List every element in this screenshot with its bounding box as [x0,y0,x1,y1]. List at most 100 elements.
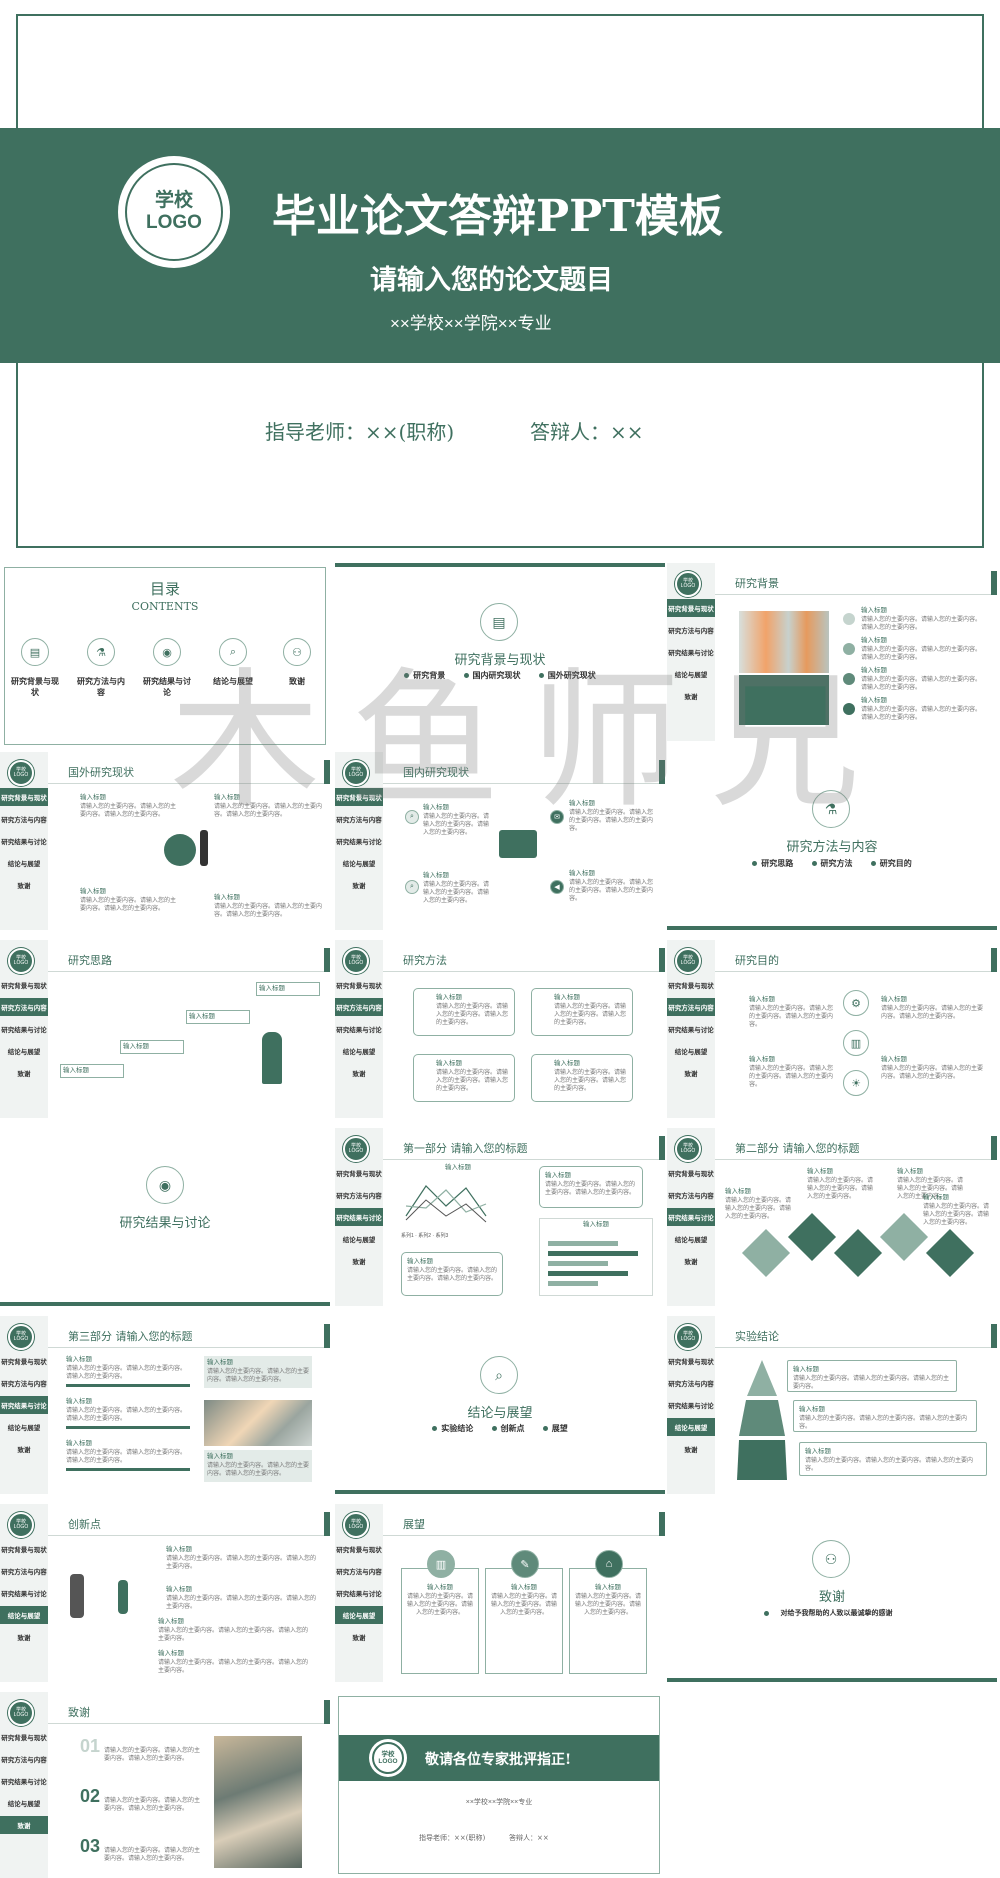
sidebar-item-methods[interactable]: 研究方法与内容 [668,1193,714,1200]
sidebar-item-thanks[interactable]: 致谢 [17,1071,31,1078]
sidebar-item-results[interactable]: 研究结果与讨论 [667,1208,715,1226]
slide-section-5: ⚇ 致谢 对给予我帮助的人致以最诚挚的感谢 [667,1504,997,1682]
sidebar-item-thanks[interactable]: 致谢 [352,1259,366,1266]
sidebar-item-methods[interactable]: 研究方法与内容 [1,1569,47,1576]
chart-legend: 系列1 · 系列2 · 系列3 [401,1233,449,1239]
sidebar-item-thanks[interactable]: 致谢 [684,1071,698,1078]
sidebar-item-methods[interactable]: 研究方法与内容 [0,998,48,1016]
sidebar-item-conclusion[interactable]: 结论与展望 [335,1606,383,1624]
sidebar-item-thanks[interactable]: 致谢 [17,883,31,890]
dot-1 [843,613,855,625]
top-bar [335,563,665,567]
sidebar-item-results[interactable]: 研究结果与讨论 [668,1403,714,1410]
toc-item-5[interactable]: 致谢 [289,677,305,686]
sidebar-item-methods[interactable]: 研究方法与内容 [1,1381,47,1388]
sidebar-item-thanks[interactable]: 致谢 [17,1447,31,1454]
sidebar-item-background[interactable]: 研究背景与现状 [1,1735,47,1742]
placeholder-3: 输入标题请输入您的主要内容。请输入您的主要内容。请输入您的主要内容。 [158,1618,309,1643]
sidebar-item-methods[interactable]: 研究方法与内容 [335,998,383,1016]
sidebar-item-conclusion[interactable]: 结论与展望 [342,861,376,868]
sidebar-item-thanks[interactable]: 致谢 [17,1635,31,1642]
sidebar-item-background[interactable]: 研究背景与现状 [336,983,382,990]
toc-item-4[interactable]: 结论与展望 [213,677,253,686]
sidebar-item-conclusion[interactable]: 结论与展望 [674,1049,708,1056]
sidebar-item-results[interactable]: 研究结果与讨论 [0,1396,48,1414]
sidebar-item-methods[interactable]: 研究方法与内容 [336,1193,382,1200]
cover-defender: 答辩人：×× [530,420,644,444]
sidebar-item-background[interactable]: 研究背景与现状 [1,1359,47,1366]
sidebar-item-results[interactable]: 研究结果与讨论 [668,650,714,657]
sidebar-item-methods[interactable]: 研究方法与内容 [668,1381,714,1388]
chat-icon: ✉ [550,810,564,824]
graduate-illustration [262,1032,282,1084]
sidebar-item-thanks[interactable]: 致谢 [352,883,366,890]
sidebar-item-results[interactable]: 研究结果与讨论 [336,839,382,846]
sidebar-item-background[interactable]: 研究背景与现状 [668,1359,714,1366]
sidebar-item-background[interactable]: 研究背景与现状 [667,599,715,617]
sidebar-item-background[interactable]: 研究背景与现状 [1,1547,47,1554]
sidebar-item-background[interactable]: 研究背景与现状 [0,788,48,806]
sidebar-item-conclusion[interactable]: 结论与展望 [7,1049,41,1056]
text-block-5: 输入标题请输入您的主要内容。请输入您的主要内容。请输入您的主要内容。 [204,1450,312,1483]
sidebar-item-methods[interactable]: 研究方法与内容 [336,1569,382,1576]
sidebar-item-background[interactable]: 研究背景与现状 [668,983,714,990]
sidebar-item-background[interactable]: 研究背景与现状 [1,983,47,990]
placeholder-1: 输入标题请输入您的主要内容。请输入您的主要内容。请输入您的主要内容。 [406,1584,473,1617]
sidebar-item-results[interactable]: 研究结果与讨论 [1,1779,47,1786]
sidebar-item-thanks[interactable]: 致谢 [0,1816,48,1834]
sidebar-item-conclusion[interactable]: 结论与展望 [342,1237,376,1244]
sidebar-item-results[interactable]: 研究结果与讨论 [1,1591,47,1598]
sidebar-item-results[interactable]: 研究结果与讨论 [1,839,47,846]
method-card-1: 输入标题请输入您的主要内容。请输入您的主要内容。请输入您的主要内容。 [413,988,515,1036]
text-block [739,675,829,725]
sidebar-item-methods[interactable]: 研究方法与内容 [667,998,715,1016]
sidebar-item-background[interactable]: 研究背景与现状 [336,1171,382,1178]
sidebar-item-thanks[interactable]: 致谢 [684,694,698,701]
sidebar-item-results[interactable]: 研究结果与讨论 [336,1591,382,1598]
section-title: 致谢 [818,1590,845,1605]
slide-title: 研究目的 [735,954,779,967]
sidebar-item-results[interactable]: 研究结果与讨论 [335,1208,383,1226]
search-icon: ⌕ [405,810,419,824]
sidebar-item-conclusion[interactable]: 结论与展望 [674,672,708,679]
sidebar-item-conclusion[interactable]: 结论与展望 [0,1606,48,1624]
placeholder-3: 输入标题请输入您的主要内容。请输入您的主要内容。请输入您的主要内容。 [881,996,984,1021]
sidebar-item-conclusion[interactable]: 结论与展望 [7,861,41,868]
sidebar-item-conclusion[interactable]: 结论与展望 [7,1425,41,1432]
sidebar-item-conclusion[interactable]: 结论与展望 [342,1049,376,1056]
sidebar-item-methods[interactable]: 研究方法与内容 [668,628,714,635]
toc-item-2[interactable]: 研究方法与内容 [77,677,125,697]
sidebar-item-conclusion[interactable]: 结论与展望 [7,1801,41,1808]
placeholder-3: 输入标题请输入您的主要内容。请输入您的主要内容。请输入您的主要内容。 [569,800,654,833]
toc-item-3[interactable]: 研究结果与讨论 [143,677,191,697]
writing-photo [204,1400,312,1446]
sidebar-item-thanks[interactable]: 致谢 [684,1447,698,1454]
sidebar-item-methods[interactable]: 研究方法与内容 [336,817,382,824]
sidebar-item-background[interactable]: 研究背景与现状 [335,788,383,806]
sidebar-item-thanks[interactable]: 致谢 [352,1071,366,1078]
sidebar-item-conclusion[interactable]: 结论与展望 [667,1418,715,1436]
slide-header: 研究背景 [715,567,997,595]
method-card-3: 输入标题请输入您的主要内容。请输入您的主要内容。请输入您的主要内容。 [413,1054,515,1102]
slide-title: 研究方法 [403,954,447,967]
sidebar-item-conclusion[interactable]: 结论与展望 [674,1237,708,1244]
sidebar-item-results[interactable]: 研究结果与讨论 [668,1027,714,1034]
sidebar-item-methods[interactable]: 研究方法与内容 [1,1757,47,1764]
ending-advisor: 指导老师：××(职称) [419,1834,486,1842]
sidebar-item-thanks[interactable]: 致谢 [684,1259,698,1266]
sidebar-item-results[interactable]: 研究结果与讨论 [1,1027,47,1034]
placeholder-2: 输入标题请输入您的主要内容。请输入您的主要内容。请输入您的主要内容。 [214,794,323,819]
placeholder-4: 输入标题请输入您的主要内容。请输入您的主要内容。请输入您的主要内容。 [569,870,654,903]
toc-item-1[interactable]: 研究背景与现状 [11,677,59,697]
sidebar-item-methods[interactable]: 研究方法与内容 [1,817,47,824]
sidebar-item-background[interactable]: 研究背景与现状 [336,1547,382,1554]
placeholder-2: 输入标题请输入您的主要内容。请输入您的主要内容。请输入您的主要内容。 [490,1584,557,1617]
sidebar-item-thanks[interactable]: 致谢 [352,1635,366,1642]
sidebar-item-results[interactable]: 研究结果与讨论 [336,1027,382,1034]
logo-text-logo: LOGO [146,212,202,233]
section-bullets: 研究背景 国内研究现状 国外研究现状 [335,670,665,681]
sidebar-item-background[interactable]: 研究背景与现状 [668,1171,714,1178]
team-photo [214,1736,302,1868]
